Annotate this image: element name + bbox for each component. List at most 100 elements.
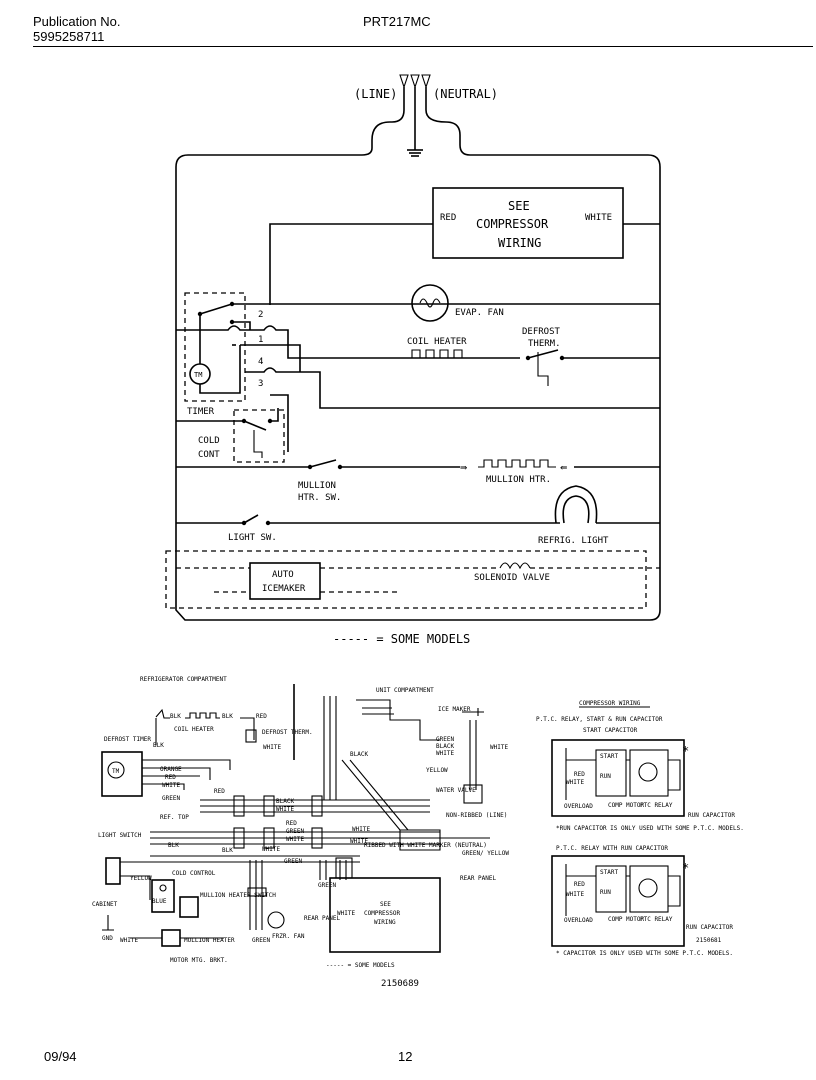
svg-text:GREEN: GREEN [436,736,454,743]
pictorial-compressor-box [329,877,441,953]
svg-text:ICE MAKER: ICE MAKER [438,706,471,713]
svg-text:MULLION HEATER SWITCH: MULLION HEATER SWITCH [200,892,276,899]
line-label: (LINE) [354,87,397,101]
svg-text:WHITE: WHITE [263,744,281,751]
terminal-2-label: 2 [258,310,263,320]
svg-text:BLUE: BLUE [152,898,167,905]
svg-text:RUN: RUN [600,773,611,780]
svg-text:REAR PANEL: REAR PANEL [460,875,497,882]
svg-text:GREEN: GREEN [252,937,270,944]
svg-text:GREEN: GREEN [284,858,302,865]
icemaker-label: ICEMAKER [262,584,306,594]
unit-compartment-label: UNIT COMPARTMENT [376,687,434,694]
cold-control-box [233,409,285,463]
svg-text:COLD CONTROL: COLD CONTROL [172,870,216,877]
svg-text:WHITE: WHITE [337,910,355,917]
svg-text:REAR PANEL: REAR PANEL [304,915,341,922]
light-switch-component [105,857,121,885]
svg-text:WHITE: WHITE [490,744,508,751]
svg-text:*: * [682,744,689,758]
svg-text:*: * [682,861,689,875]
svg-text:WHITE: WHITE [352,826,370,833]
auto-icemaker-box [249,562,321,600]
some-models-legend: ----- = SOME MODELS [333,632,470,646]
coil-heater-label: COIL HEATER [407,337,467,347]
pictorial-diagram-number: 2150689 [381,979,419,989]
defrost-timer-label: DEFROST TIMER [104,736,151,743]
svg-text:DEFROST THERM.: DEFROST THERM. [262,729,313,736]
svg-text:RIBBED WITH WHITE MARKER (NEUT: RIBBED WITH WHITE MARKER (NEUTRAL) [364,842,487,849]
compressor-wiring-title: COMPRESSOR WIRING [579,700,641,707]
svg-text:----- = SOME MODELS: ----- = SOME MODELS [326,962,395,969]
auto-label: AUTO [272,570,294,580]
pictorial-wiring-diagram: REFRIGERATOR COMPARTMENT UNIT COMPARTMEN… [92,676,509,989]
coil-heater-pictorial-label: COIL HEATER [174,726,214,733]
svg-text:MOTOR MTG. BRKT.: MOTOR MTG. BRKT. [170,957,228,964]
timer-motor-label: TM [194,371,202,379]
compressor-white-label: WHITE [585,213,612,223]
svg-text:REF. TOP: REF. TOP [160,814,189,821]
svg-text:⇛: ⇛ [460,460,467,474]
svg-text:START: START [600,753,618,760]
ptc-relay-panel-2 [551,855,685,947]
svg-text:START CAPACITOR: START CAPACITOR [583,727,638,734]
mullion-switch-label-2: HTR. SW. [298,493,341,503]
cold-label: COLD [198,436,220,446]
timer-box [184,292,246,402]
svg-text:RED: RED [574,771,585,778]
refrigerator-compartment-label: REFRIGERATOR COMPARTMENT [140,676,227,683]
svg-text:FRZR. FAN: FRZR. FAN [272,933,305,940]
mullion-heater-component [161,929,181,947]
svg-text:WHITE: WHITE [566,891,584,898]
cold-control-component [151,879,175,913]
svg-text:SEE: SEE [380,901,391,908]
svg-text:⇚: ⇚ [560,460,567,474]
ptc-relay-panel-1 [551,739,685,817]
wiring-label: WIRING [498,236,541,250]
svg-text:LIGHT SWITCH: LIGHT SWITCH [98,832,142,839]
svg-text:BLACK: BLACK [350,751,368,758]
svg-text:COMP MOTOR: COMP MOTOR [608,802,645,809]
svg-text:RUN CAPACITOR: RUN CAPACITOR [688,812,735,819]
svg-text:BLK: BLK [170,713,181,720]
svg-text:*RUN CAPACITOR IS ONLY USED WI: *RUN CAPACITOR IS ONLY USED WITH SOME P.… [556,825,744,832]
therm-label: THERM. [528,339,561,349]
evap-fan-symbol [411,284,449,322]
defrost-label: DEFROST [522,327,561,337]
svg-text:P.T.C. RELAY, START & RUN CAPA: P.T.C. RELAY, START & RUN CAPACITOR [536,716,663,723]
see-label: SEE [508,199,530,213]
timer-label: TIMER [187,407,215,417]
schematic-diagram: (LINE) (NEUTRAL) SEE COMPRESSOR WIRING R… [165,74,661,646]
mullion-heater-label: MULLION HTR. [486,475,551,485]
svg-text:ORANGE: ORANGE [160,766,182,773]
compressor-wiring-box [432,187,624,259]
terminal-4-label: 4 [258,357,263,367]
solenoid-valve-label: SOLENOID VALVE [474,573,550,583]
svg-text:YELLOW: YELLOW [130,875,152,882]
svg-text:GND: GND [102,935,113,942]
svg-text:WHITE: WHITE [286,836,304,843]
terminal-1-label: 1 [258,335,263,345]
svg-text:RUN CAPACITOR: RUN CAPACITOR [686,924,733,931]
svg-text:WATER VALVE: WATER VALVE [436,787,476,794]
svg-text:RED: RED [256,713,267,720]
compressor-red-label: RED [440,213,456,223]
svg-text:RED: RED [286,820,297,827]
svg-text:WHITE: WHITE [162,782,180,789]
svg-text:YELLOW: YELLOW [426,767,448,774]
svg-text:2150681: 2150681 [696,937,722,944]
svg-text:* CAPACITOR IS ONLY USED WITH: * CAPACITOR IS ONLY USED WITH SOME P.T.C… [556,950,733,957]
svg-text:GREEN: GREEN [286,828,304,835]
compressor-label: COMPRESSOR [476,217,549,231]
svg-text:P.T.C. RELAY WITH RUN CAPACITO: P.T.C. RELAY WITH RUN CAPACITOR [556,845,668,852]
svg-text:GREEN: GREEN [162,795,180,802]
svg-text:WHITE: WHITE [262,846,280,853]
evap-fan-label: EVAP. FAN [455,308,504,318]
svg-text:OVERLOAD: OVERLOAD [564,803,593,810]
neutral-label: (NEUTRAL) [433,87,498,101]
svg-text:GREEN/ YELLOW: GREEN/ YELLOW [462,850,509,857]
power-plug-symbol [175,74,661,621]
svg-text:BLACK: BLACK [436,743,454,750]
footer-date: 09/94 [44,1049,77,1064]
